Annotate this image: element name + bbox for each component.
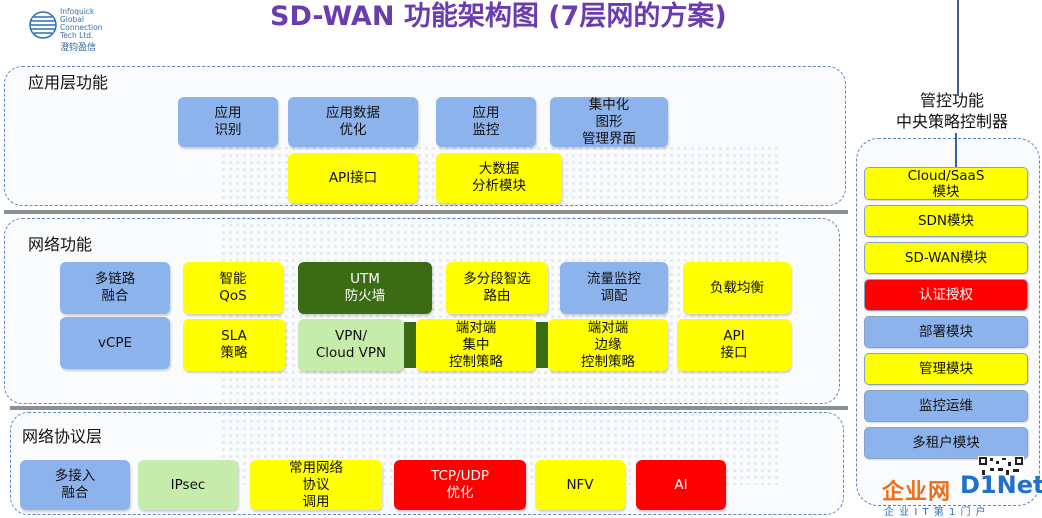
logo-line: Connection — [60, 23, 103, 32]
auth-module: 认证授权 — [864, 279, 1028, 311]
connector-bar — [404, 322, 416, 368]
cloud-saas-module: Cloud/SaaS 模块 — [864, 167, 1028, 200]
nfv-box: NFV — [535, 460, 625, 510]
logo-line: Global — [60, 15, 84, 24]
vertical-line — [957, 0, 959, 96]
protocol-layer-title: 网络协议层 — [22, 427, 103, 446]
app-monitoring-box: 应用 监控 — [436, 97, 536, 147]
control-title: 管控功能 中央策略控制器 — [895, 91, 1008, 131]
qr-code-icon — [978, 456, 1024, 478]
logo-cn: 澄钧盈信 — [60, 43, 97, 53]
traffic-monitor-box: 流量监控 调配 — [560, 262, 668, 314]
connector-line — [955, 133, 957, 173]
page-title: SD-WAN 功能架构图 (7层网的方案) — [270, 1, 727, 32]
sla-policy-box: SLA 策略 — [183, 319, 285, 371]
management-module: 管理模块 — [864, 353, 1028, 385]
logo-line: Tech Ltd. — [60, 31, 94, 40]
watermark-cn: 企业网 — [882, 480, 952, 505]
smart-qos-box: 智能 QoS — [183, 262, 283, 314]
utm-firewall-box: UTM 防火墙 — [298, 262, 432, 314]
ipsec-box: IPsec — [138, 460, 238, 510]
app-api-box: API接口 — [288, 153, 418, 203]
app-data-optimization-box: 应用数据 优化 — [288, 97, 418, 147]
application-layer-panel — [4, 66, 846, 206]
tcp-udp-optimization-box: TCP/UDP 优化 — [394, 460, 526, 510]
vpn-box: VPN/ Cloud VPN — [298, 319, 404, 371]
vcpe-box: vCPE — [60, 317, 170, 369]
multi-access-box: 多接入 融合 — [20, 460, 130, 510]
common-protocols-box: 常用网络 协议 调用 — [250, 460, 382, 510]
net-api-box: API 接口 — [677, 319, 791, 371]
load-balancing-box: 负载均衡 — [683, 262, 791, 314]
app-identification-box: 应用 识别 — [178, 97, 278, 147]
globe-logo-icon — [29, 11, 57, 39]
e2e-central-policy-box: 端对端 集中 控制策略 — [416, 319, 536, 371]
watermark-en: D1Net — [960, 471, 1042, 499]
sd-wan-module: SD-WAN模块 — [864, 242, 1028, 274]
big-data-box: 大数据 分析模块 — [436, 153, 562, 203]
connector-bar — [536, 322, 548, 368]
logo: Infoquick Global Connection Tech Ltd. 澄钧… — [28, 7, 108, 53]
layer-separator — [10, 406, 848, 410]
watermark-slogan: 企 业 I T 第 1 门 户 — [884, 507, 987, 518]
multi-tenant-module: 多租户模块 — [864, 427, 1028, 459]
layer-separator — [4, 210, 848, 214]
sdn-module: SDN模块 — [864, 205, 1028, 237]
application-layer-title: 应用层功能 — [28, 73, 109, 92]
e2e-edge-policy-box: 端对端 边缘 控制策略 — [548, 319, 668, 371]
deploy-module: 部署模块 — [864, 316, 1028, 348]
centralized-gui-box: 集中化 图形 管理界面 — [550, 97, 668, 147]
multi-segment-routing-box: 多分段智选 路由 — [446, 262, 548, 314]
ai-box: AI — [636, 460, 726, 510]
network-layer-title: 网络功能 — [28, 235, 93, 254]
logo-line: Infoquick — [60, 7, 95, 16]
monitoring-ops-module: 监控运维 — [864, 390, 1028, 422]
multilink-box: 多链路 融合 — [60, 262, 170, 314]
